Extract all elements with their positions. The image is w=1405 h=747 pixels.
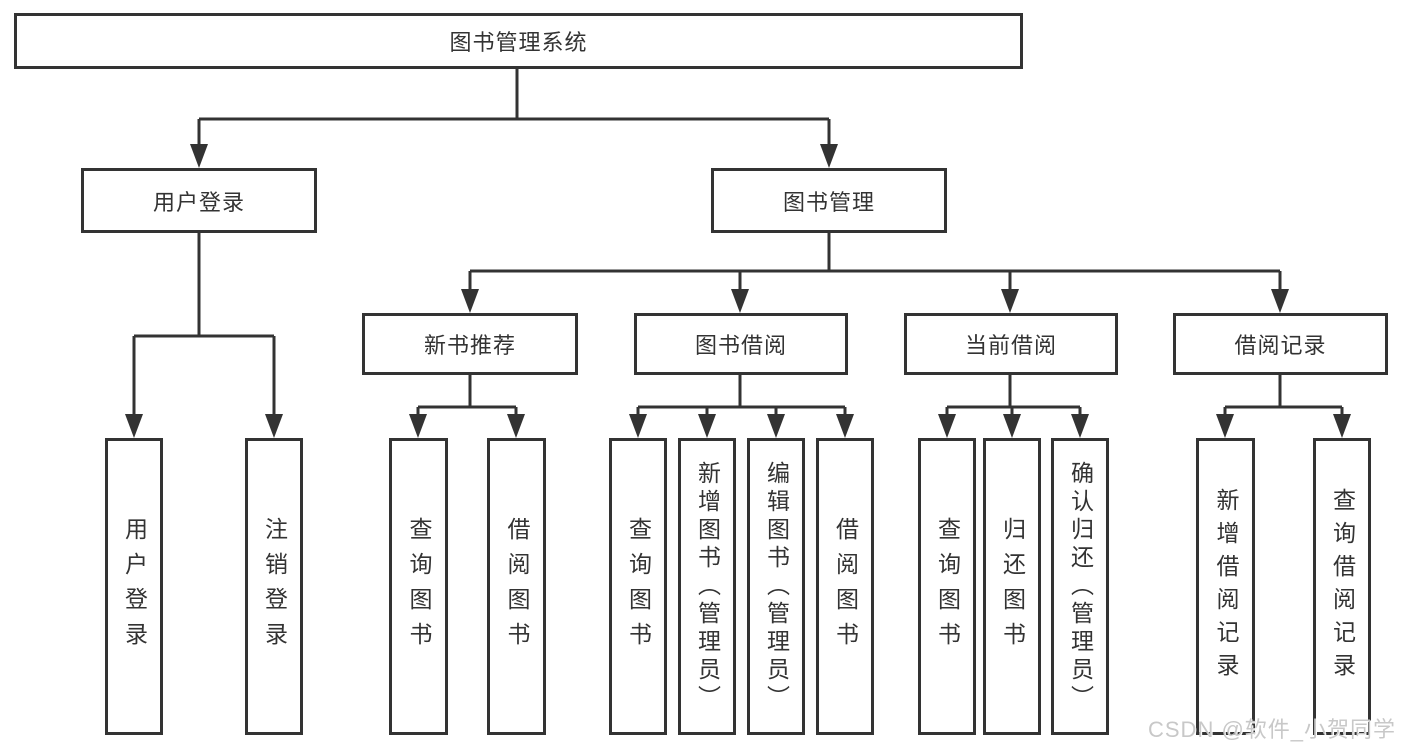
arrow-down-icon (409, 414, 427, 438)
leaf-query-books-label: 查询图书 (934, 516, 961, 657)
node-book-borrow: 图书借阅 (634, 313, 848, 375)
leaf-query-books-label: 查询图书 (625, 516, 652, 657)
arrow-down-icon (731, 289, 749, 313)
node-current-borrow-label: 当前借阅 (964, 333, 1057, 358)
connector-user-login-to-leaves (132, 233, 276, 416)
leaf-confirm-return-admin: 确认归还（管理员） (1051, 438, 1109, 735)
connector-book-mgmt-to-level3 (468, 233, 1282, 291)
leaf-query-books: 查询图书 (609, 438, 667, 735)
leaf-borrow-books: 借阅图书 (487, 438, 546, 735)
arrow-down-icon (938, 414, 956, 438)
arrow-down-icon (767, 414, 785, 438)
node-borrow-records: 借阅记录 (1173, 313, 1388, 375)
leaf-add-books-admin-label: 新增图书（管理员） (694, 460, 721, 713)
arrow-down-icon (125, 414, 143, 438)
leaf-borrow-books-label: 借阅图书 (832, 516, 859, 657)
leaf-return-books-label: 归还图书 (999, 516, 1026, 657)
leaf-borrow-books: 借阅图书 (816, 438, 874, 735)
arrow-down-icon (190, 144, 208, 168)
connector-borrow-records-to-leaves (1223, 375, 1344, 416)
node-book-management: 图书管理 (711, 168, 947, 233)
connector-current-borrow-to-leaves (945, 375, 1082, 416)
arrow-down-icon (265, 414, 283, 438)
node-user-login: 用户登录 (81, 168, 317, 233)
node-root-label: 图书管理系统 (449, 30, 588, 55)
leaf-user-login-label: 用户登录 (121, 516, 148, 657)
arrow-down-icon (836, 414, 854, 438)
arrow-down-icon (1271, 289, 1289, 313)
leaf-add-borrow-record-label: 新增借阅记录 (1213, 487, 1239, 686)
node-new-book-recommend-label: 新书推荐 (423, 333, 516, 358)
arrow-down-icon (461, 289, 479, 313)
leaf-user-login: 用户登录 (105, 438, 163, 735)
leaf-logout: 注销登录 (245, 438, 303, 735)
leaf-edit-books-admin: 编辑图书（管理员） (747, 438, 805, 735)
node-root-system: 图书管理系统 (14, 13, 1023, 69)
arrow-down-icon (629, 414, 647, 438)
arrow-down-icon (1333, 414, 1351, 438)
leaf-query-books: 查询图书 (389, 438, 448, 735)
arrow-down-icon (698, 414, 716, 438)
leaf-add-borrow-record: 新增借阅记录 (1196, 438, 1255, 735)
leaf-logout-label: 注销登录 (261, 516, 288, 657)
node-user-login-label: 用户登录 (152, 189, 245, 215)
node-new-book-recommend: 新书推荐 (362, 313, 578, 375)
leaf-query-books: 查询图书 (918, 438, 976, 735)
arrow-down-icon (507, 414, 525, 438)
connector-root-to-level2 (197, 68, 831, 146)
leaf-confirm-return-admin-label: 确认归还（管理员） (1067, 460, 1094, 713)
arrow-down-icon (1216, 414, 1234, 438)
arrow-down-icon (1001, 289, 1019, 313)
leaf-query-books-label: 查询图书 (406, 516, 432, 657)
node-book-borrow-label: 图书借阅 (694, 333, 787, 358)
arrow-down-icon (1071, 414, 1089, 438)
leaf-query-borrow-record: 查询借阅记录 (1313, 438, 1371, 735)
node-current-borrow: 当前借阅 (904, 313, 1118, 375)
leaf-borrow-books-label: 借阅图书 (504, 516, 530, 657)
arrow-down-icon (820, 144, 838, 168)
node-borrow-records-label: 借阅记录 (1234, 333, 1327, 358)
leaf-return-books: 归还图书 (983, 438, 1041, 735)
leaf-add-books-admin: 新增图书（管理员） (678, 438, 736, 735)
connector-new-book-rec-to-leaves (416, 375, 518, 416)
node-book-management-label: 图书管理 (782, 189, 875, 215)
arrowheads (125, 144, 1351, 438)
arrow-down-icon (1003, 414, 1021, 438)
leaf-edit-books-admin-label: 编辑图书（管理员） (763, 460, 790, 713)
leaf-query-borrow-record-label: 查询借阅记录 (1329, 487, 1356, 686)
watermark-text: CSDN @软件_小贺同学 (1148, 717, 1397, 742)
connector-book-borrow-to-leaves (636, 375, 847, 416)
